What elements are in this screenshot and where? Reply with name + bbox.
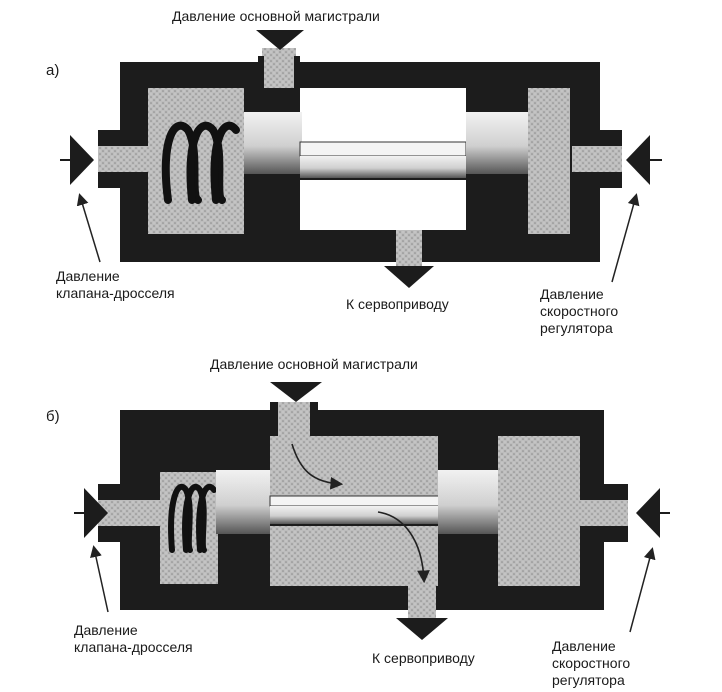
supply-port-a bbox=[262, 48, 296, 88]
panel-b-left-label-line2: клапана-дросселя bbox=[74, 639, 193, 655]
panel-a-left-label-line2: клапана-дросселя bbox=[56, 285, 175, 301]
leader-right-a bbox=[611, 193, 640, 283]
left-input-arrow-b bbox=[84, 488, 108, 538]
panel-a bbox=[60, 30, 662, 288]
flow-arrow-lower-b bbox=[377, 511, 430, 584]
right-chamber-a bbox=[528, 88, 570, 234]
spool-left-land-b bbox=[216, 470, 270, 534]
outlet-port-a bbox=[396, 230, 422, 266]
outlet-arrow-a bbox=[384, 266, 434, 288]
panel-a-letter: а) bbox=[46, 62, 60, 79]
panel-a-outlet-label: К сервоприводу bbox=[346, 296, 449, 312]
cavity-lower-a bbox=[300, 180, 466, 230]
spring-b bbox=[168, 483, 217, 553]
flow-arrow-upper-b bbox=[291, 443, 344, 490]
panel-a-left-label-line1: Давление bbox=[56, 268, 120, 284]
panel-a-supply-label: Давление основной магистрали bbox=[172, 8, 380, 24]
panel-a-right-label-line2: скоростного bbox=[540, 303, 619, 319]
outlet-port-b bbox=[408, 584, 436, 618]
outlet-arrow-b bbox=[396, 618, 448, 640]
left-input-arrow-a bbox=[70, 135, 94, 185]
panel-a-right-label-line3: регулятора bbox=[540, 320, 613, 336]
right-input-arrow-a bbox=[626, 135, 650, 185]
supply-arrow-a bbox=[256, 30, 304, 50]
panel-b-right-label-line2: скоростного bbox=[552, 655, 631, 671]
panel-b-right-label-line3: регулятора bbox=[552, 672, 625, 688]
panel-b-right-label-line1: Давление bbox=[552, 638, 616, 654]
spool-rod-a bbox=[299, 141, 467, 157]
panel-b-left-label-line1: Давление bbox=[74, 622, 138, 638]
supply-arrow-b bbox=[270, 382, 322, 402]
cavity-upper-a bbox=[300, 88, 466, 142]
panel-a-right-label-line1: Давление bbox=[540, 286, 604, 302]
spool-rod-b bbox=[269, 495, 443, 507]
supply-port-b bbox=[276, 402, 312, 438]
cavity-lower-b bbox=[270, 526, 438, 586]
right-input-arrow-b bbox=[636, 488, 660, 538]
leader-left-b bbox=[90, 545, 109, 613]
panel-b-supply-label: Давление основной магистрали bbox=[210, 356, 418, 372]
panel-b-letter: б) bbox=[46, 408, 60, 425]
spring-a bbox=[161, 121, 240, 204]
panel-b bbox=[74, 382, 670, 640]
right-chamber-b bbox=[498, 436, 580, 586]
leader-left-a bbox=[76, 193, 101, 263]
leader-right-b bbox=[629, 547, 656, 633]
spool-left-land-a bbox=[244, 112, 302, 174]
spool-right-land-b bbox=[438, 470, 500, 534]
spool-right-land-a bbox=[466, 112, 528, 174]
panel-b-outlet-label: К сервоприводу bbox=[372, 650, 475, 666]
cavity-upper-b bbox=[270, 436, 438, 498]
